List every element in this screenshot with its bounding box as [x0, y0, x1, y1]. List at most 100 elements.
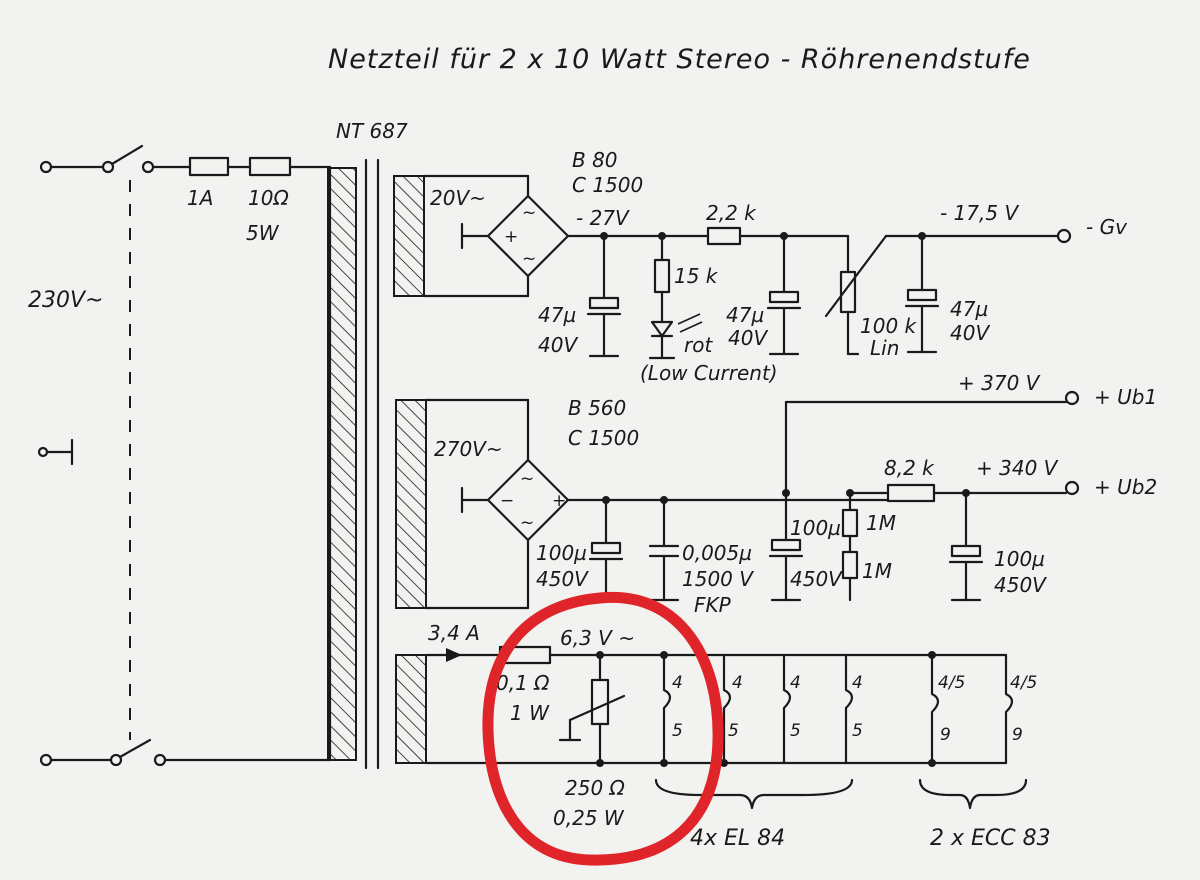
- bias-cap-3: [906, 288, 938, 302]
- secondary-winding-hv: [395, 399, 427, 609]
- mains-input: 230V~ 1A 10Ω 5W: [28, 144, 332, 767]
- secondary-winding-bias: [393, 175, 425, 297]
- led-resistor-label: 15 k: [674, 264, 719, 288]
- hum-pot-value: 250 Ω: [565, 776, 626, 800]
- hv-winding-label: 270V~: [434, 437, 503, 461]
- ub2-terminal[interactable]: [1064, 480, 1080, 496]
- el84-heater-4: 4 5: [844, 653, 863, 765]
- bias-cap-2-value: 47µ: [726, 303, 764, 327]
- hv-cap-2-type: FKP: [694, 593, 732, 617]
- gv-terminal[interactable]: [1056, 228, 1072, 244]
- bias-pot-value: 100 k: [860, 314, 918, 338]
- ub1-voltage: + 370 V: [958, 371, 1041, 395]
- hum-pot-power: 0,25 W: [553, 806, 625, 830]
- svg-text:4: 4: [852, 673, 863, 693]
- led-resistor: [653, 258, 671, 294]
- hv-cap-3-voltage: 450V: [790, 567, 843, 591]
- ub2-label: + Ub2: [1094, 475, 1157, 499]
- gv-label: - Gv: [1086, 215, 1128, 239]
- led-diode: [650, 320, 674, 338]
- svg-text:4/5: 4/5: [1010, 673, 1037, 693]
- secondary-winding-heater: [395, 654, 427, 764]
- svg-text:9: 9: [1012, 725, 1023, 745]
- el84-heater-1: 4 5: [660, 651, 683, 767]
- ground-terminal: [37, 446, 49, 458]
- bleeder-resistor-1: [841, 508, 859, 538]
- bias-pot-wiper: [824, 234, 888, 318]
- svg-text:4: 4: [790, 673, 801, 693]
- svg-text:~: ~: [520, 513, 534, 533]
- transformer-label: NT 687: [336, 119, 408, 143]
- heater-section: 3,4 A 6,3 V ~ 0,1 Ω 1 W 250 Ω 0,25 W 4 5: [424, 621, 1051, 851]
- bleeder-2-label: 1M: [862, 559, 892, 583]
- bias-series-resistor: [706, 226, 742, 246]
- el84-heater-2: 4 5: [720, 653, 743, 767]
- hv-section: 270V~ ~ ~ − + B 560 C 1500 100µ 450V 0,0…: [424, 371, 1157, 617]
- bias-cap-1-voltage: 40V: [538, 333, 578, 357]
- mains-resistor: [248, 156, 292, 177]
- ecc83-heater-2: 4/5 9: [1004, 653, 1037, 765]
- schematic-title: Netzteil für 2 x 10 Watt Stereo - Röhren…: [328, 44, 1031, 75]
- svg-text:−: −: [500, 491, 514, 511]
- hv-cap-2-voltage: 1500 V: [682, 567, 754, 591]
- svg-text:4: 4: [732, 673, 743, 693]
- svg-text:~: ~: [522, 249, 536, 269]
- ub1-label: + Ub1: [1094, 385, 1157, 409]
- svg-text:4/5: 4/5: [938, 673, 965, 693]
- svg-text:5: 5: [790, 721, 801, 741]
- ub1-terminal[interactable]: [1064, 390, 1080, 406]
- mains-voltage-label: 230V~: [28, 288, 103, 313]
- bias-winding-label: 20V~: [430, 186, 486, 210]
- bias-cap-3-value: 47µ: [950, 297, 988, 321]
- el84-heater-3: 4 5: [782, 653, 801, 765]
- led-note: (Low Current): [640, 361, 778, 385]
- bias-rectifier-rating: C 1500: [572, 173, 643, 197]
- transformer: NT 687: [327, 119, 427, 770]
- hv-cap-4-voltage: 450V: [994, 573, 1047, 597]
- svg-text:4: 4: [672, 673, 683, 693]
- mains-switch-bottom: [118, 738, 152, 759]
- heater-resistor-power: 1 W: [510, 701, 550, 725]
- bias-cap-2: [768, 290, 800, 304]
- heater-resistor-label: 0,1 Ω: [496, 671, 550, 695]
- mains-resistor-power: 5W: [246, 221, 280, 245]
- hum-pot-wiper: [568, 694, 626, 722]
- primary-winding: [327, 167, 357, 761]
- hv-cap-4: [950, 544, 982, 558]
- hv-cap-1-voltage: 450V: [536, 567, 589, 591]
- hum-potentiometer: [590, 678, 610, 726]
- fuse: [188, 156, 230, 177]
- mains-terminal-bottom: [39, 753, 53, 767]
- bleeder-resistor-2: [841, 550, 859, 580]
- ub2-voltage: + 340 V: [976, 456, 1059, 480]
- svg-text:5: 5: [852, 721, 863, 741]
- hv-cap-3-value: 100µ: [790, 516, 841, 540]
- svg-text:5: 5: [672, 721, 683, 741]
- el84-brace: [654, 778, 854, 810]
- bias-cap-2-voltage: 40V: [728, 326, 768, 350]
- mains-terminal-top: [39, 160, 53, 174]
- bias-cap-3-voltage: 40V: [950, 321, 990, 345]
- bias-cap-1: [588, 296, 620, 310]
- heater-current: 3,4 A: [428, 621, 480, 645]
- bias-dc-voltage: - 27V: [576, 206, 630, 230]
- hv-cap-2-value: 0,005µ: [682, 541, 752, 565]
- hv-series-resistor: [886, 483, 936, 503]
- svg-text:~: ~: [522, 203, 536, 223]
- mains-resistor-label: 10Ω: [248, 186, 289, 210]
- mains-switch-top: [110, 144, 144, 166]
- ecc83-label: 2 x ECC 83: [930, 826, 1051, 851]
- svg-text:~: ~: [520, 469, 534, 489]
- ecc83-heater-1: 4/5 9: [928, 651, 965, 767]
- highlight-circle: [482, 591, 724, 866]
- svg-text:+: +: [552, 491, 566, 511]
- hv-cap-3: [770, 538, 802, 552]
- svg-text:5: 5: [728, 721, 739, 741]
- hv-bridge-rectifier: [486, 458, 570, 542]
- hv-rectifier-rating: C 1500: [568, 426, 639, 450]
- bias-section: 20V~ + ~ ~ B 80 C 1500 - 27V 47µ 40V: [422, 148, 1128, 385]
- svg-text:+: +: [504, 227, 518, 247]
- el84-label: 4x EL 84: [690, 826, 785, 851]
